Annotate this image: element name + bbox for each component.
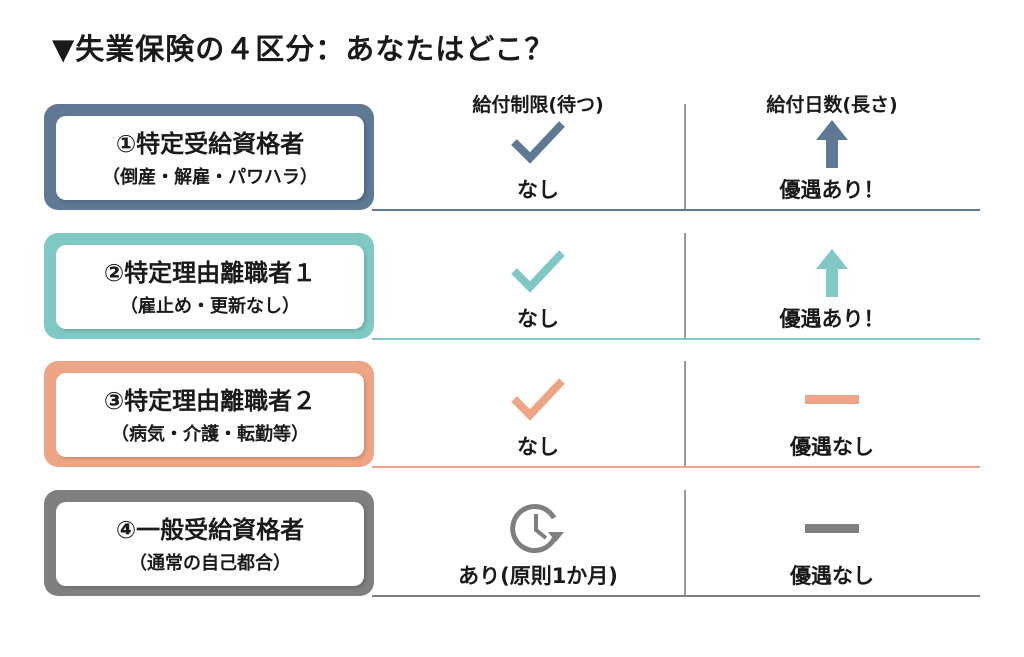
category-card: ②特定理由離職者１ （雇止め・更新なし） [56,245,364,329]
days-value: 優遇なし [790,435,874,459]
dash-icon [802,504,862,554]
row-baseline [372,466,980,468]
column-divider [684,490,686,596]
wait-value: あり(原則1か月) [458,564,618,588]
category-name: ④一般受給資格者 [115,516,305,544]
wait-value: なし [517,178,559,202]
row-baseline [372,338,980,340]
category-row: ④一般受給資格者 （通常の自己都合） あり(原則1か月) 優遇なし [0,490,1024,610]
check-icon [508,375,568,425]
wait-value: なし [517,435,559,459]
category-row: ②特定理由離職者１ （雇止め・更新なし） なし 優遇あり！ [0,233,1024,353]
category-card: ①特定受給資格者 （倒産・解雇・パワハラ） [56,116,364,200]
category-examples: （倒産・解雇・パワハラ） [102,167,318,188]
category-examples: （病気・介護・転勤等） [111,424,309,445]
column-divider [684,104,686,210]
category-card: ③特定理由離職者２ （病気・介護・転勤等） [56,373,364,457]
category-examples: （雇止め・更新なし） [120,296,300,317]
category-card: ④一般受給資格者 （通常の自己都合） [56,502,364,586]
page-title: ▼失業保険の４区分：あなたはどこ？ [52,32,555,66]
category-examples: （通常の自己都合） [129,553,291,574]
category-name: ①特定受給資格者 [115,130,305,158]
column-divider [684,233,686,339]
arrow-up-icon [802,118,862,168]
days-value: 優遇あり！ [779,307,885,331]
check-icon [508,247,568,297]
dash-icon [802,375,862,425]
category-row: ③特定理由離職者２ （病気・介護・転勤等） なし 優遇なし [0,361,1024,481]
header-days: 給付日数(長さ) [766,94,898,116]
category-row: ①特定受給資格者 （倒産・解雇・パワハラ） なし 優遇あり！ [0,104,1024,224]
category-name: ②特定理由離職者１ [103,259,317,287]
row-baseline [372,209,980,211]
wait-value: なし [517,307,559,331]
category-name: ③特定理由離職者２ [103,387,317,415]
header-wait: 給付制限(待つ) [472,94,604,116]
days-value: 優遇なし [790,564,874,588]
days-value: 優遇あり！ [779,178,885,202]
row-baseline [372,595,980,597]
column-divider [684,361,686,467]
clock-icon [508,504,568,554]
check-icon [508,118,568,168]
arrow-up-icon [802,247,862,297]
